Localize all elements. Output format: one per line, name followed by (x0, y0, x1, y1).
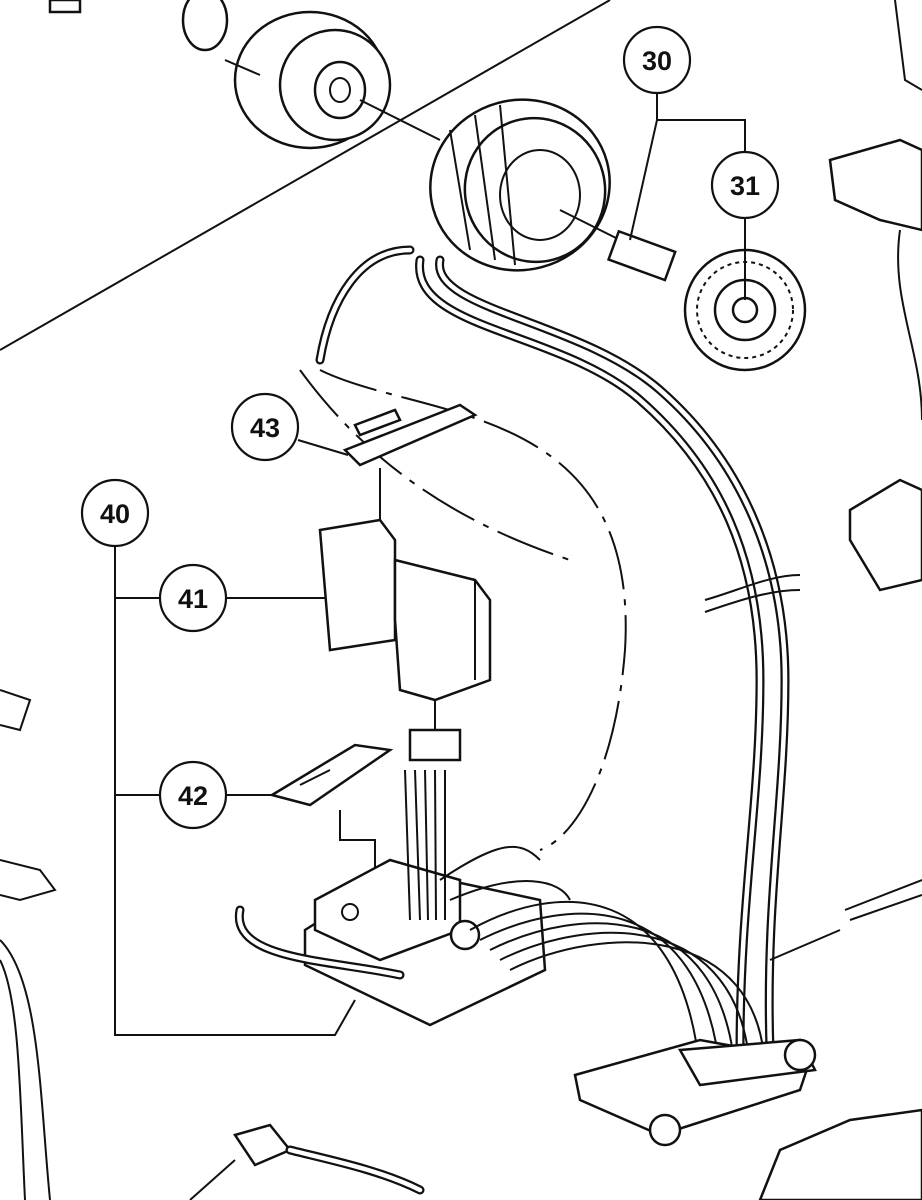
rotor-axis-line (559, 209, 621, 241)
callout-label: 42 (178, 781, 208, 811)
bearing-part (48, 0, 229, 52)
cable-connector-part (189, 1108, 922, 1200)
axis-line (339, 810, 376, 880)
controller-board-part (234, 769, 571, 1027)
callout-43: 43 (230, 392, 300, 462)
motor-wires (315, 245, 801, 1055)
leader-30-31 (629, 93, 746, 241)
fan-cover-part (233, 10, 392, 150)
stator-part (429, 98, 611, 272)
callout-41: 41 (158, 563, 228, 633)
terminal-block-part (573, 1038, 817, 1147)
callout-40: 40 (80, 478, 150, 548)
callout-label: 43 (250, 413, 280, 443)
housing-edge-line (0, 0, 611, 351)
leader-40 (114, 546, 356, 1036)
callout-label: 41 (178, 584, 208, 614)
routing-dash (299, 369, 571, 561)
housing-part-right (769, 0, 922, 961)
callout-31: 31 (710, 150, 780, 220)
rotor-part (606, 229, 807, 372)
callout-label: 40 (100, 499, 130, 529)
callout-label: 30 (642, 46, 672, 76)
callout-42: 42 (158, 760, 228, 830)
routing-dash (319, 369, 627, 851)
callout-label: 31 (730, 171, 760, 201)
callout-30: 30 (622, 25, 692, 95)
label-plate-part (268, 743, 394, 807)
leader-43 (297, 439, 349, 456)
axis-line (224, 59, 441, 141)
board-wires (469, 900, 766, 1071)
switch-part (318, 518, 492, 702)
connector-part (408, 728, 462, 762)
housing-part-left (0, 689, 57, 1200)
switch-lever-part (342, 403, 478, 467)
